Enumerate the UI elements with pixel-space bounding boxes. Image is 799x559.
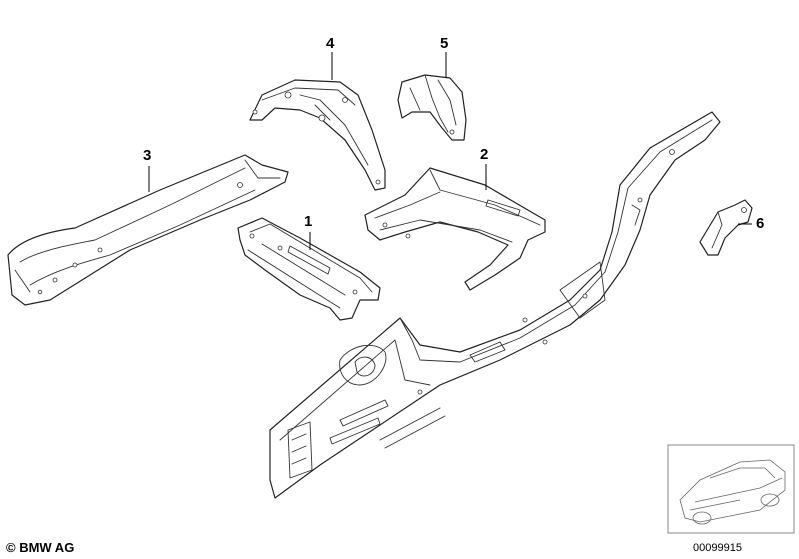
callout-1[interactable]: 1 — [304, 213, 313, 230]
callout-5[interactable]: 5 — [440, 35, 449, 52]
part-5-channel-bracket[interactable] — [397, 74, 467, 141]
part-6-small-bracket[interactable] — [699, 199, 753, 256]
part-main-side-member[interactable] — [269, 111, 721, 499]
callout-3[interactable]: 3 — [143, 147, 152, 164]
callout-2[interactable]: 2 — [480, 146, 489, 163]
part-4-bracket[interactable] — [249, 79, 386, 191]
part-2-floor-support[interactable] — [364, 167, 546, 291]
part-1-cross-member[interactable] — [237, 217, 381, 321]
diagram-id: 00099915 — [693, 542, 742, 554]
callout-6[interactable]: 6 — [756, 215, 765, 232]
part-3-longitudinal-member[interactable] — [7, 154, 289, 306]
callout-4[interactable]: 4 — [326, 35, 335, 52]
copyright-notice: © BMW AG — [6, 540, 75, 555]
vehicle-location-thumbnail — [667, 444, 795, 534]
